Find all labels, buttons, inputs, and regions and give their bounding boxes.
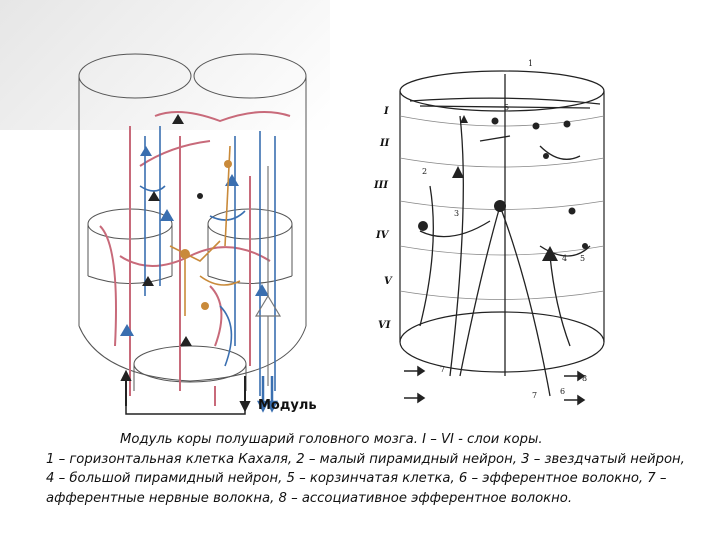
fiber-arrows: [404, 367, 584, 404]
modul-label: Модуль: [258, 398, 317, 413]
caption-body: 1 – горизонтальная клетка Кахаля, 2 – ма…: [46, 452, 685, 506]
cortex-module-illustration: Модуль: [60, 46, 350, 421]
label-5b: 5: [580, 254, 585, 263]
cortex-layers-schematic: I II III IV V VI: [360, 46, 620, 416]
orange-somas: [180, 160, 232, 310]
layer-label-I: I: [383, 106, 389, 117]
caption-title: Модуль коры полушарий головного мозга. I…: [46, 430, 686, 450]
modul-bracket: [126, 404, 245, 414]
label-6: 6: [560, 387, 565, 396]
label-1: 1: [528, 59, 533, 68]
label-5a: 5: [504, 103, 509, 112]
layer-label-V: V: [384, 276, 393, 287]
label-7a: 7: [440, 365, 445, 374]
cylinder-outline: [400, 71, 604, 372]
label-2: 2: [422, 167, 427, 176]
label-7b: 7: [532, 391, 537, 400]
figure-caption: Модуль коры полушарий головного мозга. I…: [46, 430, 686, 508]
layer-label-IV: IV: [375, 230, 390, 241]
layer-label-II: II: [379, 138, 390, 149]
inner-cylinders: [88, 209, 292, 284]
afferent-arrows: [122, 372, 249, 410]
label-3: 3: [454, 209, 459, 218]
blue-somas: [120, 146, 269, 336]
layer-label-VI: VI: [378, 320, 391, 331]
layer-label-III: III: [373, 180, 388, 191]
label-4: 4: [562, 254, 567, 263]
outer-cylinders: [79, 54, 306, 381]
